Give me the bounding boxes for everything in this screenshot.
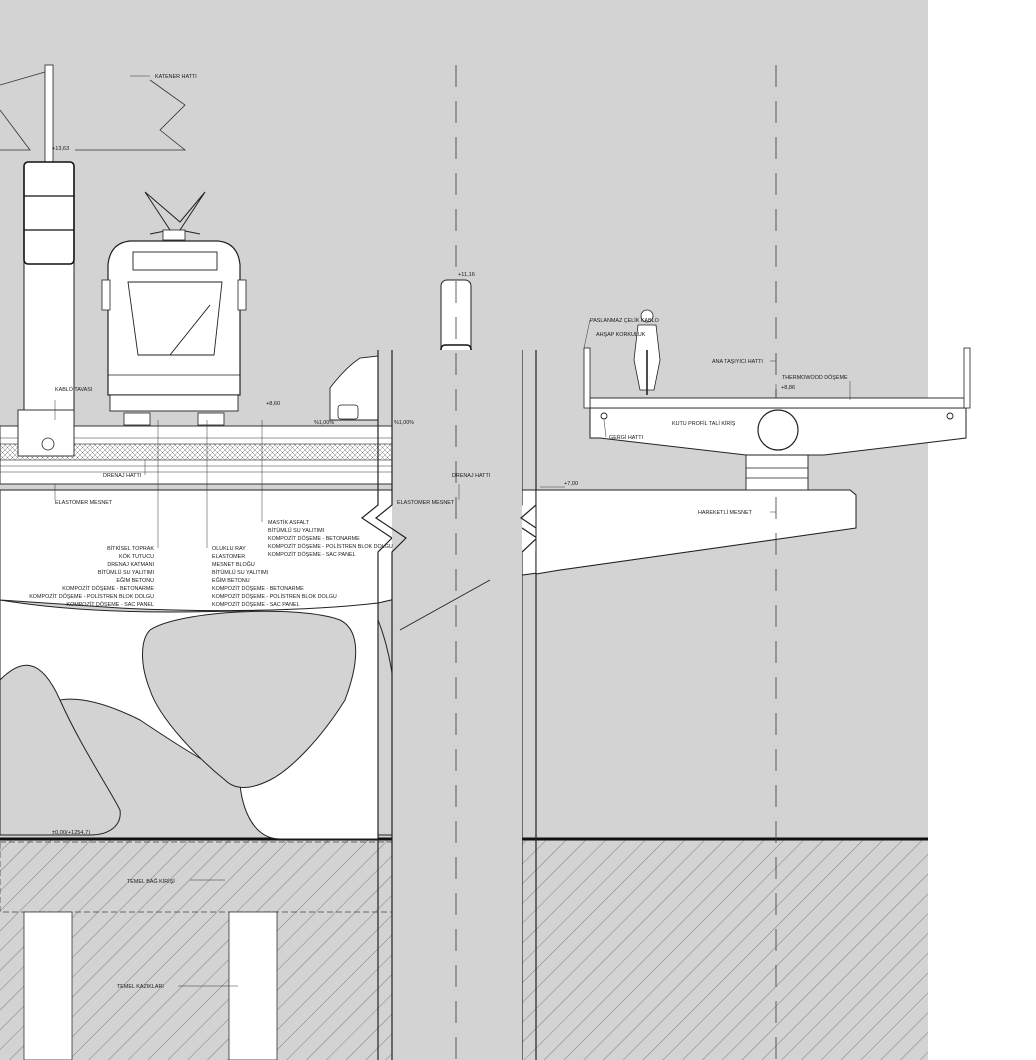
tension-cable-right xyxy=(946,412,954,420)
layer-item: EĞİM BETONU xyxy=(212,577,250,584)
tram-vehicle xyxy=(101,191,247,426)
car xyxy=(329,355,379,421)
layer-item: MESNET BLOĞU xyxy=(212,561,255,568)
tension-cable-left xyxy=(600,412,608,420)
slope-label-2: %1,00% xyxy=(394,420,414,426)
sheet-margin xyxy=(928,0,1036,1060)
layer-item: KOMPOZİT DÖŞEME - SAC PANEL xyxy=(212,601,300,608)
callout-thermowood: THERMOWOOD DÖŞEME xyxy=(782,374,848,381)
layer-item: KOMPOZİT DÖŞEME - BETONARME xyxy=(268,535,360,542)
callout-elastomer-left: ELASTOMER MESNET xyxy=(55,500,113,506)
cable-tray-pipe xyxy=(41,437,55,451)
brace-strut xyxy=(399,579,491,631)
level-console: +7,00 xyxy=(564,481,578,487)
layer-item: KOMPOZİT DÖŞEME - POLİSTREN BLOK DOLGU xyxy=(212,593,337,600)
layer-item: KOMPOZİT DÖŞEME - POLİSTREN BLOK DOLGU xyxy=(268,543,393,550)
layer-item: KOMPOZİT DÖŞEME - SAC PANEL xyxy=(66,601,154,608)
tram-mirror-left xyxy=(101,279,111,311)
level-ground: ±0,00(+1254,7) xyxy=(52,830,90,836)
railing-post-right xyxy=(963,347,971,409)
level-tram-deck: +8,60 xyxy=(266,401,280,407)
tram-destination-sign xyxy=(132,251,218,271)
annotation-labels: +13,63 +11,16 +8,60 +8,86 +7,00 ±0,00(+1… xyxy=(29,74,848,990)
callout-foundation-beam: TEMEL BAĞ KİRİŞİ xyxy=(127,878,175,885)
layer-item: OLUKLU RAY xyxy=(212,546,246,552)
catenary-left-wire xyxy=(0,71,46,86)
layer-item: BİTÜMLÜ SU YALITIMI xyxy=(212,569,268,576)
level-catenary-top: +13,63 xyxy=(52,146,69,152)
level-post-top: +11,16 xyxy=(458,272,475,278)
car-wheel xyxy=(337,404,359,420)
layer-item: DRENAJ KATMANI xyxy=(107,562,154,568)
layer-item: ELASTOMER xyxy=(212,554,245,560)
callout-tension-line: GERGİ HATTI xyxy=(609,434,643,441)
layer-stack-left: BİTKİSEL TOPRAK KÖK TUTUCU DRENAJ KATMAN… xyxy=(29,545,154,608)
callout-main-beam: ANA TAŞIYICI HATTI xyxy=(712,359,763,365)
callout-wood-rail: AHŞAP KORKULUK xyxy=(596,332,646,338)
tram-mirror-right xyxy=(237,279,247,311)
layer-item: KOMPOZİT DÖŞEME - POLİSTREN BLOK DOLGU xyxy=(29,593,154,600)
catenary-arms xyxy=(0,109,31,151)
cyclist xyxy=(633,309,661,395)
rail-block-right xyxy=(197,412,225,426)
tram-wiper xyxy=(169,304,211,356)
railing-post-left xyxy=(583,347,591,409)
layer-item: EĞİM BETONU xyxy=(116,577,154,584)
layer-item: KOMPOZİT DÖŞEME - BETONARME xyxy=(62,585,154,592)
slope-label-1: %1,00% xyxy=(314,420,334,426)
layer-item: KOMPOZİT DÖŞEME - BETONARME xyxy=(212,585,304,592)
expansion-gap xyxy=(392,350,522,1060)
cyclist-head xyxy=(640,309,654,323)
column-opening-2 xyxy=(142,610,357,788)
layer-stack-road: MASTİK ASFALT BİTÜMLÜ SU YALITIMI KOMPOZ… xyxy=(268,519,393,558)
catenary-wire xyxy=(75,79,187,151)
leader-lines xyxy=(54,75,851,987)
bearing-stack xyxy=(745,454,809,491)
callout-box-beam: KUTU PROFİL TALİ KİRİŞ xyxy=(672,420,736,427)
tram-windshield xyxy=(127,281,223,356)
tram-roof-unit xyxy=(162,229,186,241)
break-line-left xyxy=(360,350,393,1060)
layer-item: BİTÜMLÜ SU YALITIMI xyxy=(268,527,324,534)
callout-steel-cable: PASLANMAZ ÇELİK KABLO xyxy=(590,317,659,324)
layer-item: MASTİK ASFALT xyxy=(268,519,310,526)
callout-cable-tray: KABLO TAVASI xyxy=(55,387,92,393)
rail-block-left xyxy=(123,412,151,426)
level-bike-deck: +8,86 xyxy=(781,385,795,391)
pylon-head xyxy=(23,161,75,265)
pile-2 xyxy=(228,911,278,1060)
layer-item: BİTKİSEL TOPRAK xyxy=(107,545,154,552)
callout-catenary-line: KATENER HATTI xyxy=(155,74,197,80)
cable-tray-box xyxy=(17,409,75,457)
layer-item: BİTÜMLÜ SU YALITIMI xyxy=(98,569,154,576)
layer-stack-rail: OLUKLU RAY ELASTOMER MESNET BLOĞU BİTÜML… xyxy=(212,546,337,608)
layer-item: KOMPOZİT DÖŞEME - SAC PANEL xyxy=(268,551,356,558)
callout-foundation-piles: TEMEL KAZIKLARI xyxy=(117,984,164,990)
column-opening-1 xyxy=(0,664,121,836)
thermowood-deck xyxy=(589,397,967,409)
callout-sliding-bearing: HAREKETLİ MESNET xyxy=(698,509,753,516)
tram-bogie xyxy=(109,394,239,412)
break-line-left-b xyxy=(374,350,407,1060)
pile-1 xyxy=(23,911,73,1060)
callout-elastomer-right: ELASTOMER MESNET xyxy=(397,500,455,506)
bike-bridge xyxy=(583,309,971,491)
callout-drainage-right: DRENAJ HATTI xyxy=(452,473,490,479)
main-beam-tube xyxy=(757,409,799,451)
callout-drainage-left: DRENAJ HATTI xyxy=(103,473,141,479)
layer-item: KÖK TUTUCU xyxy=(119,553,154,560)
